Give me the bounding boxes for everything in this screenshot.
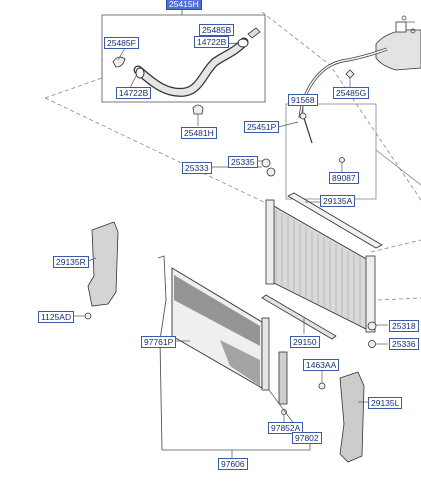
hose-clip-left <box>112 56 126 68</box>
seal-29150-part <box>261 294 337 340</box>
label-89087[interactable]: 89087 <box>329 172 359 184</box>
label-14722B-upper[interactable]: 14722B <box>194 36 230 48</box>
label-97802[interactable]: 97802 <box>292 432 322 444</box>
shroud-29135r-part <box>87 221 119 307</box>
sensor-25485g-part <box>345 69 355 79</box>
leader-14722B-lower <box>129 75 137 89</box>
bolt-1463aa-part <box>318 382 326 390</box>
condenser-dark-fins-upper <box>174 275 260 346</box>
radiator-tank-right <box>365 255 376 333</box>
bolt-89087-part <box>339 157 345 163</box>
label-29135R[interactable]: 29135R <box>53 256 89 268</box>
overflow-pipe <box>298 47 388 119</box>
radiator-tank-left <box>265 199 275 285</box>
label-25485B[interactable]: 25485B <box>199 24 235 36</box>
mount-25336-part <box>368 340 376 348</box>
radiator-fins <box>275 210 361 326</box>
pipe-frame <box>285 103 377 200</box>
label-1125AD[interactable]: 1125AD <box>38 311 75 323</box>
seal-29135a-part <box>287 192 383 249</box>
label-25336[interactable]: 25336 <box>389 338 419 350</box>
bracket-25481h-part <box>192 104 204 115</box>
label-91568[interactable]: 91568 <box>288 94 318 106</box>
label-29150[interactable]: 29150 <box>290 336 320 348</box>
reservoir-cap <box>395 21 407 33</box>
pipe-down <box>303 117 313 144</box>
label-25485F[interactable]: 25485F <box>104 37 139 49</box>
assembly-dashed-outline <box>44 50 103 99</box>
label-25335[interactable]: 25335 <box>228 156 258 168</box>
label-14722B-lower[interactable]: 14722B <box>116 87 152 99</box>
condenser-receiver-drier <box>261 317 270 391</box>
radiator-plug <box>367 321 377 331</box>
label-1463AA[interactable]: 1463AA <box>303 359 340 371</box>
label-97606[interactable]: 97606 <box>218 458 248 470</box>
small-part-top-right-1 <box>401 15 407 21</box>
assembly-dashed-outline-4 <box>370 239 421 253</box>
hose-group-frame <box>101 14 266 103</box>
condenser-dark-fins-lower <box>220 340 260 386</box>
mount-part-2 <box>266 167 276 177</box>
bolt-1125ad-part <box>84 312 92 320</box>
pipe-frame-diag <box>375 149 421 186</box>
reservoir-tank <box>375 29 421 71</box>
bracket-97852a-end <box>281 409 287 415</box>
shroud-29135l-part <box>339 371 365 463</box>
label-97852A[interactable]: 97852A <box>268 422 304 434</box>
assembly-dashed-outline-5 <box>377 297 421 301</box>
label-25485G[interactable]: 25485G <box>333 87 370 99</box>
hose-clamp-left <box>135 67 145 79</box>
label-25415H[interactable]: 25415H <box>166 0 202 10</box>
hose-clamp-right <box>237 38 249 48</box>
upper-radiator-hose-fill <box>134 38 248 96</box>
cropped-label-fragment <box>0 0 2 9</box>
small-part-top-right-2 <box>410 28 416 34</box>
sensor-91568-part <box>299 112 307 120</box>
label-25318[interactable]: 25318 <box>389 320 419 332</box>
label-25333[interactable]: 25333 <box>182 162 212 174</box>
label-97761P[interactable]: 97761P <box>141 336 177 348</box>
label-25481H[interactable]: 25481H <box>181 127 217 139</box>
leader-25451P <box>277 121 299 128</box>
hose-end-fitting <box>247 27 261 39</box>
label-25451P[interactable]: 25451P <box>244 121 280 133</box>
condenser-bracket-left <box>157 255 167 451</box>
leader-25485F <box>117 47 126 61</box>
bracket-97606 <box>162 442 311 451</box>
bracket-97852a-part <box>278 351 288 405</box>
label-29135A[interactable]: 29135A <box>320 195 356 207</box>
mount-part-1 <box>261 158 271 168</box>
label-29135L[interactable]: 29135L <box>368 397 403 409</box>
leader-29135R <box>87 257 97 262</box>
assembly-dashed-outline-2 <box>44 97 271 206</box>
